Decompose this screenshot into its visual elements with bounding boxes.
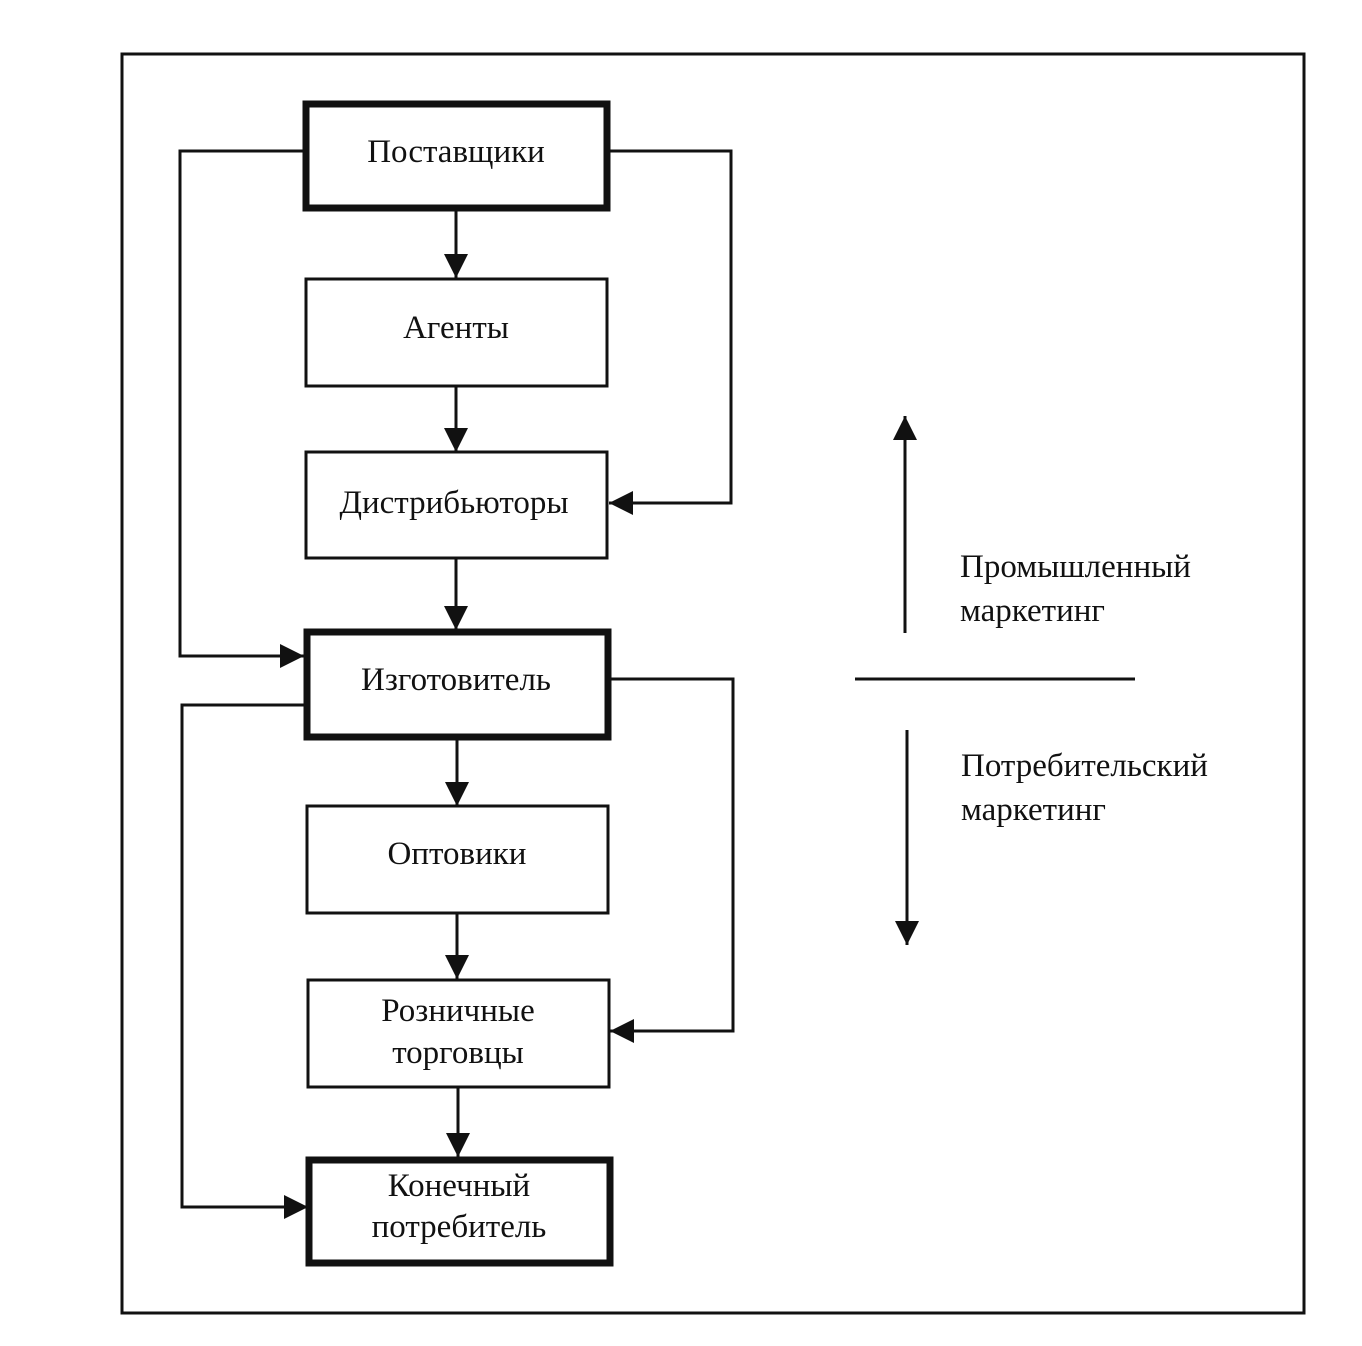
label-agents: Агенты [403,310,509,346]
label-end-consumer-line2: потребитель [372,1209,547,1245]
box-end-consumer [305,1156,614,1267]
box-retailers [306,978,611,1089]
box-suppliers [302,100,611,212]
bypass-suppliers-to-distributors [609,149,733,515]
box-agents [304,277,609,388]
label-consumer-line2: маркетинг [961,792,1106,828]
box-wholesalers [305,804,610,915]
bypass-suppliers-to-manufacturer [178,149,304,668]
label-retailers-line1: Розничные [381,993,534,1029]
label-suppliers: Поставщики [367,134,545,170]
box-manufacturer [303,628,612,741]
label-wholesalers: Оптовики [388,836,527,872]
box-distributors [304,450,609,560]
label-manufacturer: Изготовитель [361,662,551,698]
label-distributors: Дистрибьюторы [339,485,568,521]
label-industrial-line1: Промышленный [960,549,1191,585]
label-end-consumer-line1: Конечный [388,1168,530,1204]
outer-frame [120,52,1306,1315]
label-industrial-line2: маркетинг [960,593,1105,629]
label-retailers-line2: торговцы [392,1035,524,1071]
bypass-manufacturer-to-retailers [610,677,735,1043]
label-consumer-line1: Потребительский [961,748,1208,784]
bypass-manufacturer-to-end-consumer [180,703,308,1219]
